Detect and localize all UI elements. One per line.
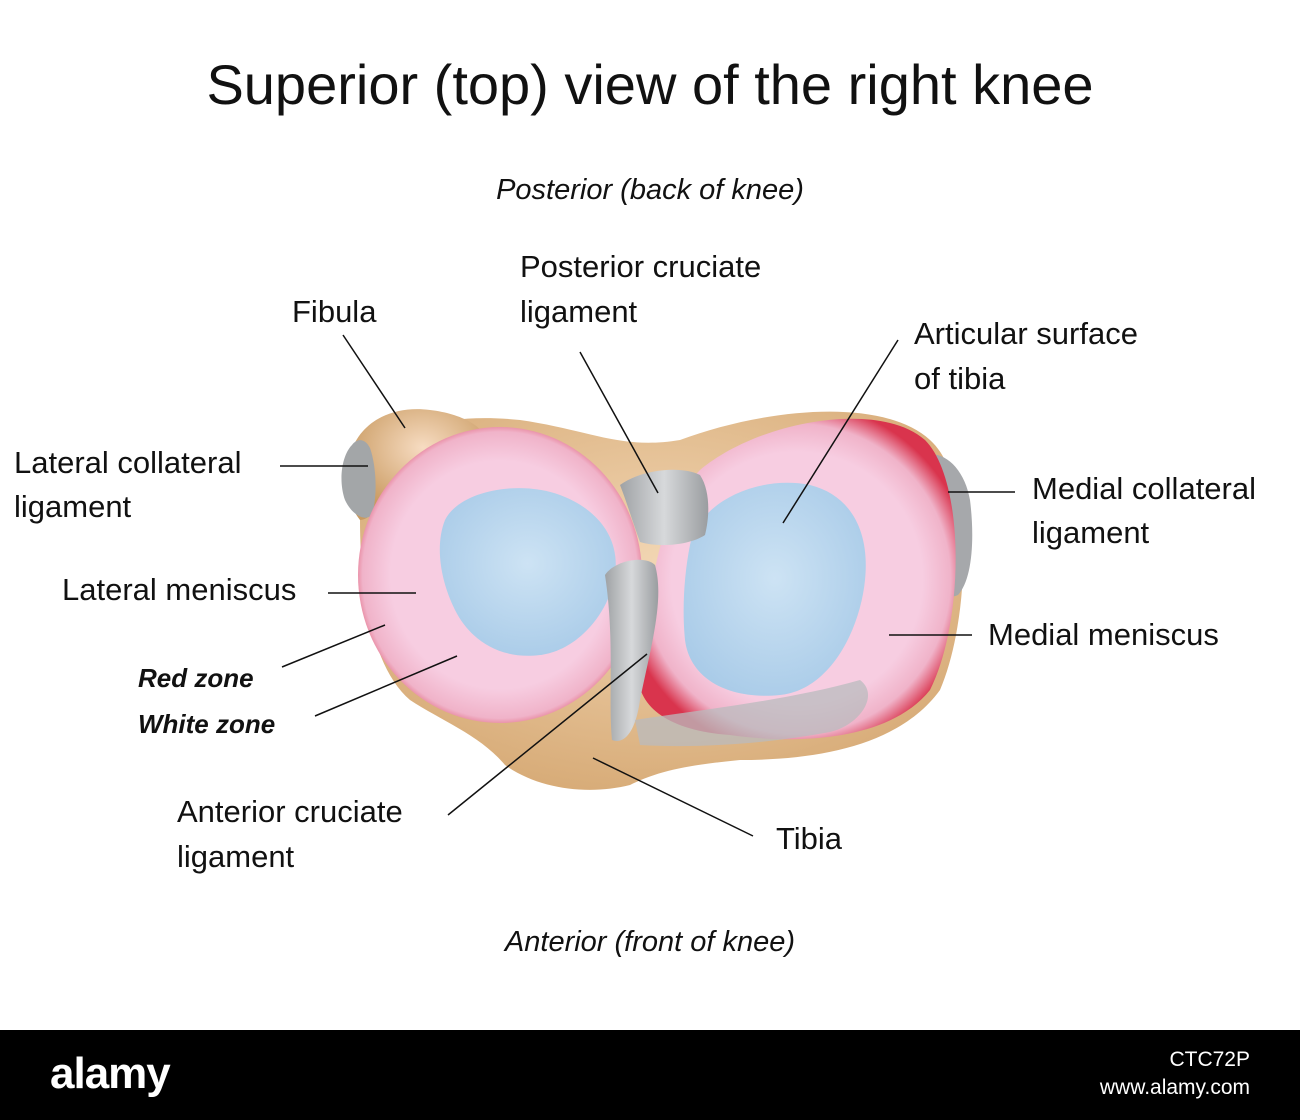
leader-lines [280,334,1015,837]
label-articular-surface-line1: Articular surface [914,316,1138,351]
label-anterior-cruciate-ligament-line2: ligament [177,839,295,874]
leader-acl [447,653,648,816]
anterior-cruciate-ligament-shape [605,559,659,741]
leader-red-zone [281,624,386,668]
label-tibia: Tibia [776,821,843,856]
label-lateral-collateral-ligament-line1: Lateral collateral [14,445,242,480]
leader-tibia [592,757,754,837]
label-posterior-cruciate-ligament-line1: Posterior cruciate [520,249,762,284]
anterior-orientation-label: Anterior (front of knee) [504,926,796,958]
stock-code-id: CTC72P [1169,1048,1250,1071]
medial-articular-surface [683,482,866,696]
label-posterior-cruciate-ligament-line2: ligament [520,294,638,329]
label-lateral-collateral-ligament-line2: ligament [14,489,132,524]
label-medial-meniscus: Medial meniscus [988,617,1219,652]
posterior-orientation-label: Posterior (back of knee) [496,174,804,206]
leader-articular [782,339,899,524]
label-red-zone: Red zone [138,663,254,693]
stock-code-url: www.alamy.com [1099,1076,1250,1099]
label-white-zone: White zone [138,709,276,739]
stock-logo: alamy [50,1049,171,1098]
stock-watermark-bar: alamy CTC72P www.alamy.com [0,1030,1300,1120]
lateral-collateral-ligament-shape [341,440,376,518]
leader-white-zone [314,655,458,717]
medial-meniscus-horn-ligament [635,680,869,747]
label-articular-surface-line2: of tibia [914,361,1006,396]
lateral-articular-surface [439,488,616,656]
label-fibula: Fibula [292,294,377,329]
knee-illustration [280,334,1015,837]
diagram-title: Superior (top) view of the right knee [206,53,1094,116]
label-medial-collateral-ligament-line2: ligament [1032,515,1150,550]
label-medial-collateral-ligament-line1: Medial collateral [1032,471,1256,506]
posterior-cruciate-ligament-shape [620,469,709,546]
label-lateral-meniscus: Lateral meniscus [62,572,297,607]
leader-pcl [579,351,659,494]
label-anterior-cruciate-ligament-line1: Anterior cruciate [177,794,403,829]
leader-fibula [342,334,406,429]
stock-image-code: CTC72P www.alamy.com [1100,1046,1250,1102]
